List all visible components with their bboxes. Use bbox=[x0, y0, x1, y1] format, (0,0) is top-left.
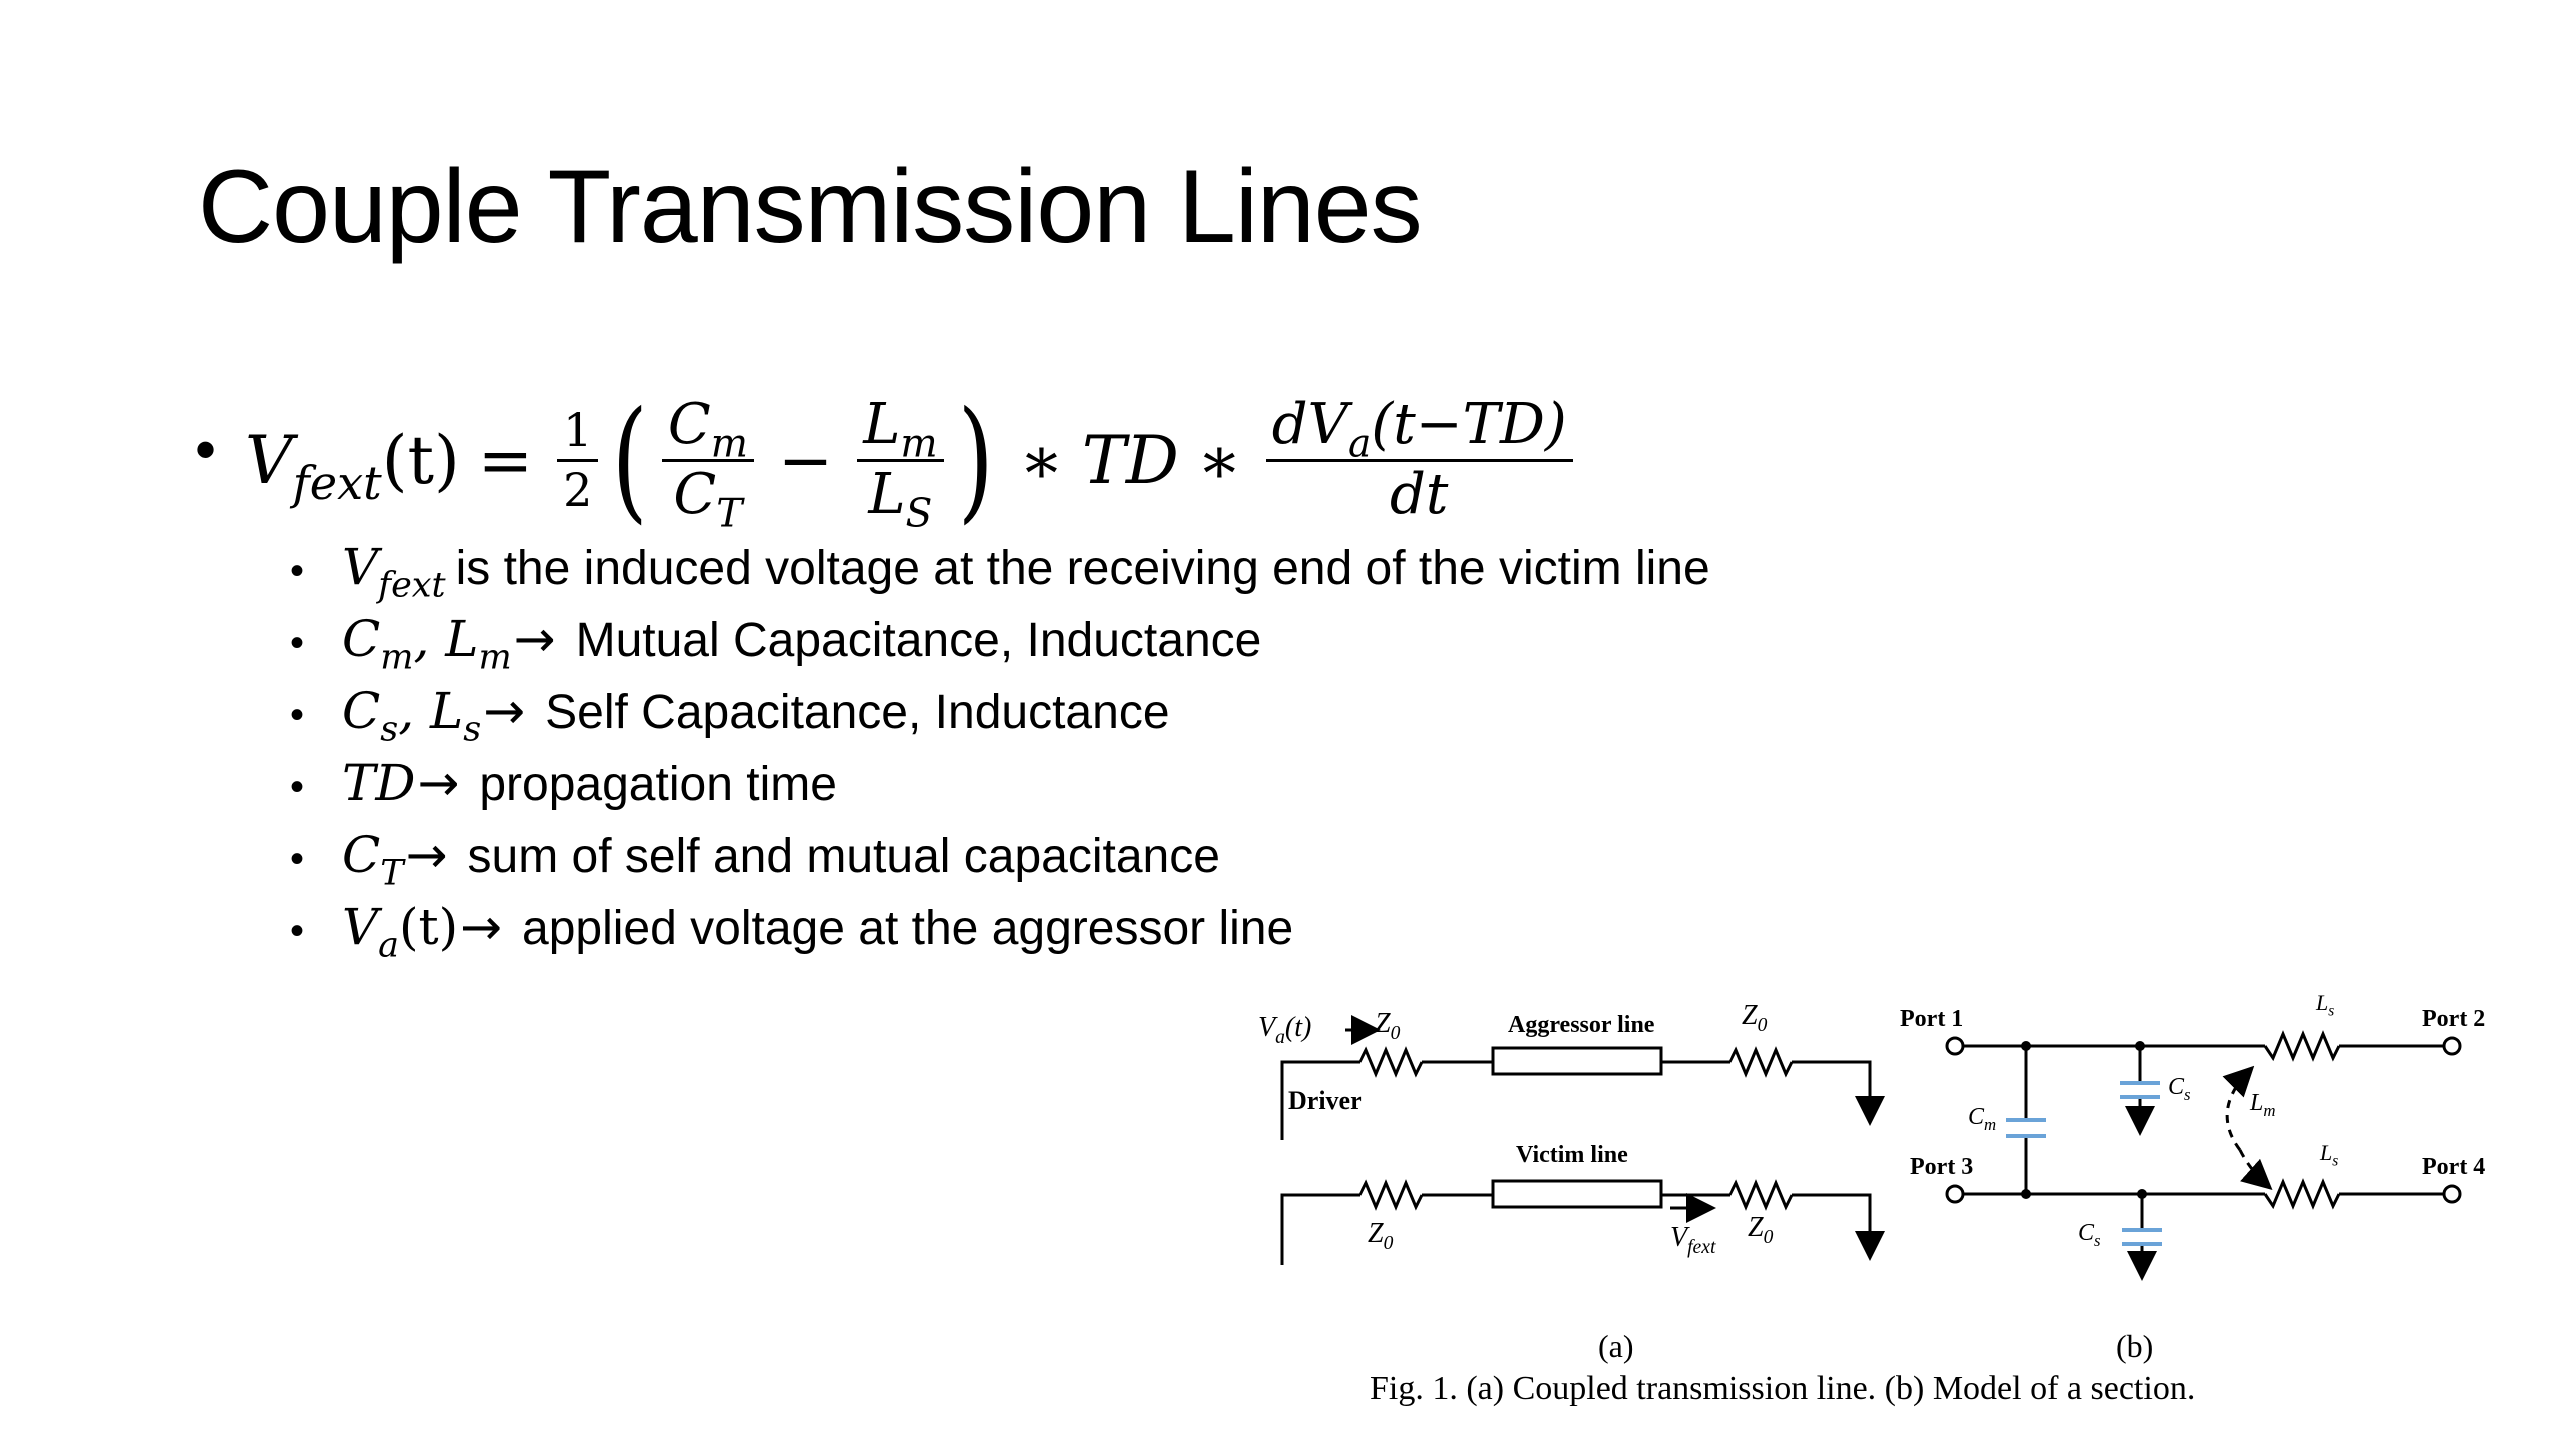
port-3-label: Port 3 bbox=[1910, 1154, 1974, 1180]
port-1-terminal bbox=[1945, 1036, 1965, 1056]
eq-td: TD bbox=[1081, 421, 1179, 499]
eq-lm-ls-fraction: Lm LS bbox=[857, 395, 944, 533]
eq-right-paren: ) bbox=[957, 382, 994, 537]
eq-star-2: ∗ bbox=[1196, 421, 1242, 499]
list-item: • CT→ sum of self and mutual capacitance bbox=[290, 826, 1220, 894]
slide-title: Couple Transmission Lines bbox=[198, 149, 1423, 265]
definition-list: • Vfext is the induced voltage at the re… bbox=[290, 538, 1710, 970]
z0-label: Z0 bbox=[1748, 1212, 1774, 1248]
cs-top-capacitor-icon bbox=[2120, 1081, 2160, 1099]
cs-label: Cs bbox=[2168, 1074, 2191, 1104]
eq-cm-ct-fraction: Cm CT bbox=[661, 395, 754, 533]
va-label: Va(t) bbox=[1258, 1012, 1312, 1048]
ls-label: Ls bbox=[2320, 1140, 2339, 1170]
list-item: • Vfext is the induced voltage at the re… bbox=[290, 538, 1710, 606]
victim-line-label: Victim line bbox=[1516, 1142, 1628, 1168]
eq-minus: − bbox=[777, 421, 834, 499]
eq-derivative-fraction: dVa(t−TD) dt bbox=[1265, 395, 1573, 525]
driver-label: Driver bbox=[1288, 1086, 1362, 1115]
figure-caption: Fig. 1. (a) Coupled transmission line. (… bbox=[1370, 1370, 2196, 1407]
port-4-terminal bbox=[2442, 1184, 2462, 1204]
list-item: • TD→ propagation time bbox=[290, 754, 837, 812]
port-3-terminal bbox=[1945, 1184, 1965, 1204]
equation-bullet: • bbox=[195, 416, 217, 483]
vfext-label: Vfext bbox=[1670, 1222, 1716, 1258]
figure-label-a: (a) bbox=[1598, 1328, 1634, 1364]
circuit-diagram bbox=[1280, 1015, 2462, 1370]
cs-bottom-capacitor-icon bbox=[2122, 1228, 2162, 1246]
lm-label: Lm bbox=[2250, 1090, 2276, 1120]
aggressor-line-label: Aggressor line bbox=[1508, 1012, 1655, 1038]
list-item: • Cs, Ls→ Self Capacitance, Inductance bbox=[290, 682, 1170, 750]
port-2-label: Port 2 bbox=[2422, 1006, 2486, 1032]
z0-label: Z0 bbox=[1375, 1008, 1401, 1044]
cs-label: Cs bbox=[2078, 1220, 2101, 1250]
coupled-line-figure: Va(t) Z0 Aggressor line Z0 Driver Victim… bbox=[1240, 990, 2530, 1420]
eq-equals: = bbox=[477, 421, 534, 499]
cm-capacitor-icon bbox=[2006, 1118, 2046, 1138]
port-4-label: Port 4 bbox=[2422, 1154, 2486, 1180]
eq-star-1: ∗ bbox=[1019, 421, 1064, 499]
z0-label: Z0 bbox=[1368, 1218, 1394, 1254]
eq-lhs: Vfext(t) bbox=[245, 421, 460, 510]
list-item: • Cm, Lm→ Mutual Capacitance, Inductance bbox=[290, 610, 1262, 678]
port-2-terminal bbox=[2442, 1036, 2462, 1056]
eq-left-paren: ( bbox=[612, 382, 649, 537]
list-item: • Va(t)→ applied voltage at the aggresso… bbox=[290, 898, 1294, 966]
figure-label-b: (b) bbox=[2116, 1328, 2154, 1364]
z0-label: Z0 bbox=[1742, 1000, 1768, 1036]
port-1-label: Port 1 bbox=[1900, 1006, 1964, 1032]
cm-label: Cm bbox=[1968, 1104, 1997, 1134]
ls-label: Ls bbox=[2316, 990, 2335, 1020]
